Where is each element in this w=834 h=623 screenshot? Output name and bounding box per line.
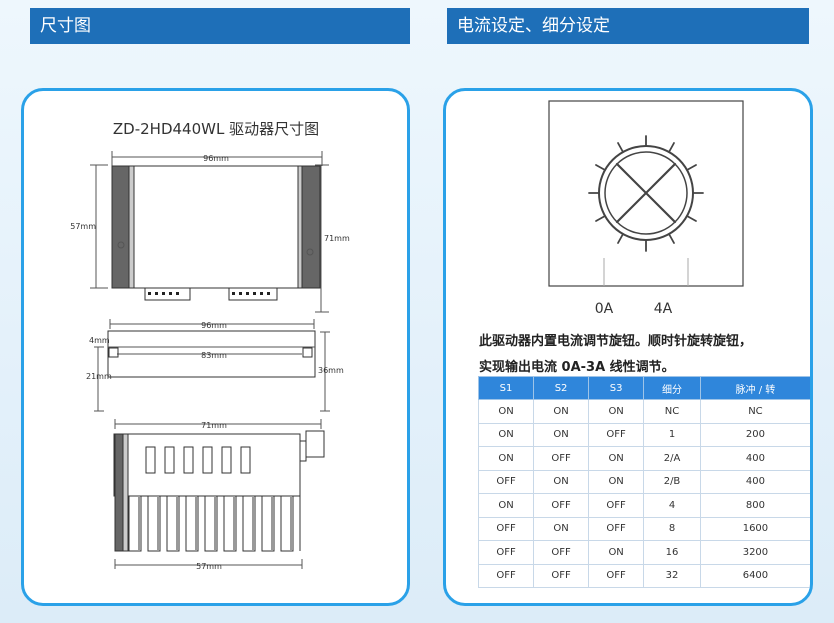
- table-cell: 800: [699, 493, 810, 518]
- table-cell: OFF: [477, 516, 535, 541]
- table-cell: NC: [699, 399, 810, 424]
- table-cell: ON: [533, 422, 590, 447]
- side-inner-width-label: 83mm: [201, 351, 227, 360]
- table-cell: OFF: [533, 563, 590, 588]
- section-header-dimensions: 尺寸图: [30, 8, 410, 44]
- table-cell: 4: [643, 493, 701, 518]
- section-header-current-settings: 电流设定、细分设定: [447, 8, 809, 44]
- top-height-right-label: 71mm: [324, 234, 350, 243]
- table-header-row: S1 S2 S3 细分 脉冲 / 转: [477, 376, 810, 400]
- table-cell: OFF: [477, 540, 535, 565]
- table-cell: OFF: [588, 516, 645, 541]
- column-header-microstep: 细分: [643, 376, 701, 400]
- table-cell: OFF: [533, 540, 590, 565]
- table-cell: 1600: [699, 516, 810, 541]
- column-header-s3: S3: [588, 376, 645, 400]
- table-cell: 3200: [699, 540, 810, 565]
- column-header-s1: S1: [477, 376, 535, 400]
- table-cell: OFF: [477, 469, 535, 494]
- table-cell: OFF: [588, 563, 645, 588]
- table-cell: 32: [643, 563, 701, 588]
- top-height-left-label: 57mm: [70, 222, 96, 231]
- column-header-s2: S2: [533, 376, 590, 400]
- table-cell: 200: [699, 422, 810, 447]
- table-cell: 2/B: [643, 469, 701, 494]
- table-cell: ON: [477, 422, 535, 447]
- table-cell: 400: [699, 446, 810, 471]
- table-cell: ON: [533, 469, 590, 494]
- side-36mm-label: 36mm: [318, 366, 344, 375]
- dimension-panel: ZD-2HD440WL 驱动器尺寸图 96mm 57mm 71mm 96mm 8…: [21, 88, 410, 606]
- column-header-pulses-per-rev: 脉冲 / 转: [699, 376, 810, 400]
- table-cell: ON: [588, 399, 645, 424]
- table-cell: ON: [533, 516, 590, 541]
- table-cell: 6400: [699, 563, 810, 588]
- current-knob-diagram: 0A 4A: [548, 100, 744, 317]
- table-cell: OFF: [533, 493, 590, 518]
- heatsink-top-width-label: 71mm: [201, 421, 227, 430]
- knob-description-line1: 此驱动器内置电流调节旋钮。顺时针旋转旋钮，: [479, 334, 753, 349]
- side-outer-width-label: 96mm: [201, 321, 227, 330]
- table-cell: ON: [477, 493, 535, 518]
- table-cell: 1: [643, 422, 701, 447]
- table-cell: ON: [533, 399, 590, 424]
- top-width-label: 96mm: [203, 154, 229, 163]
- side-4mm-label: 4mm: [89, 336, 110, 345]
- dimension-diagram-title: ZD-2HD440WL 驱动器尺寸图: [113, 120, 319, 138]
- table-cell: ON: [588, 540, 645, 565]
- side-21mm-label: 21mm: [86, 372, 112, 381]
- knob-description-line2: 实现输出电流 0A-3A 线性调节。: [479, 360, 675, 375]
- table-cell: 16: [643, 540, 701, 565]
- table-cell: 2/A: [643, 446, 701, 471]
- table-cell: 400: [699, 469, 810, 494]
- table-cell: ON: [477, 399, 535, 424]
- heatsink-bottom-width-label: 57mm: [196, 562, 222, 571]
- table-cell: 8: [643, 516, 701, 541]
- table-cell: OFF: [477, 563, 535, 588]
- table-cell: ON: [477, 446, 535, 471]
- dimension-drawing: ZD-2HD440WL 驱动器尺寸图 96mm 57mm 71mm 96mm 8…: [70, 120, 350, 571]
- table-cell: ON: [588, 469, 645, 494]
- table-cell: OFF: [533, 446, 590, 471]
- knob-label-min: 0A: [595, 301, 614, 317]
- table-cell: OFF: [588, 493, 645, 518]
- current-settings-panel: 0A 4A 此驱动器内置电流调节旋钮。顺时针旋转旋钮， 实现输出电流 0A-3A…: [443, 88, 813, 606]
- table-cell: ON: [588, 446, 645, 471]
- knob-label-max: 4A: [654, 301, 673, 317]
- table-cell: NC: [643, 399, 701, 424]
- table-cell: OFF: [588, 422, 645, 447]
